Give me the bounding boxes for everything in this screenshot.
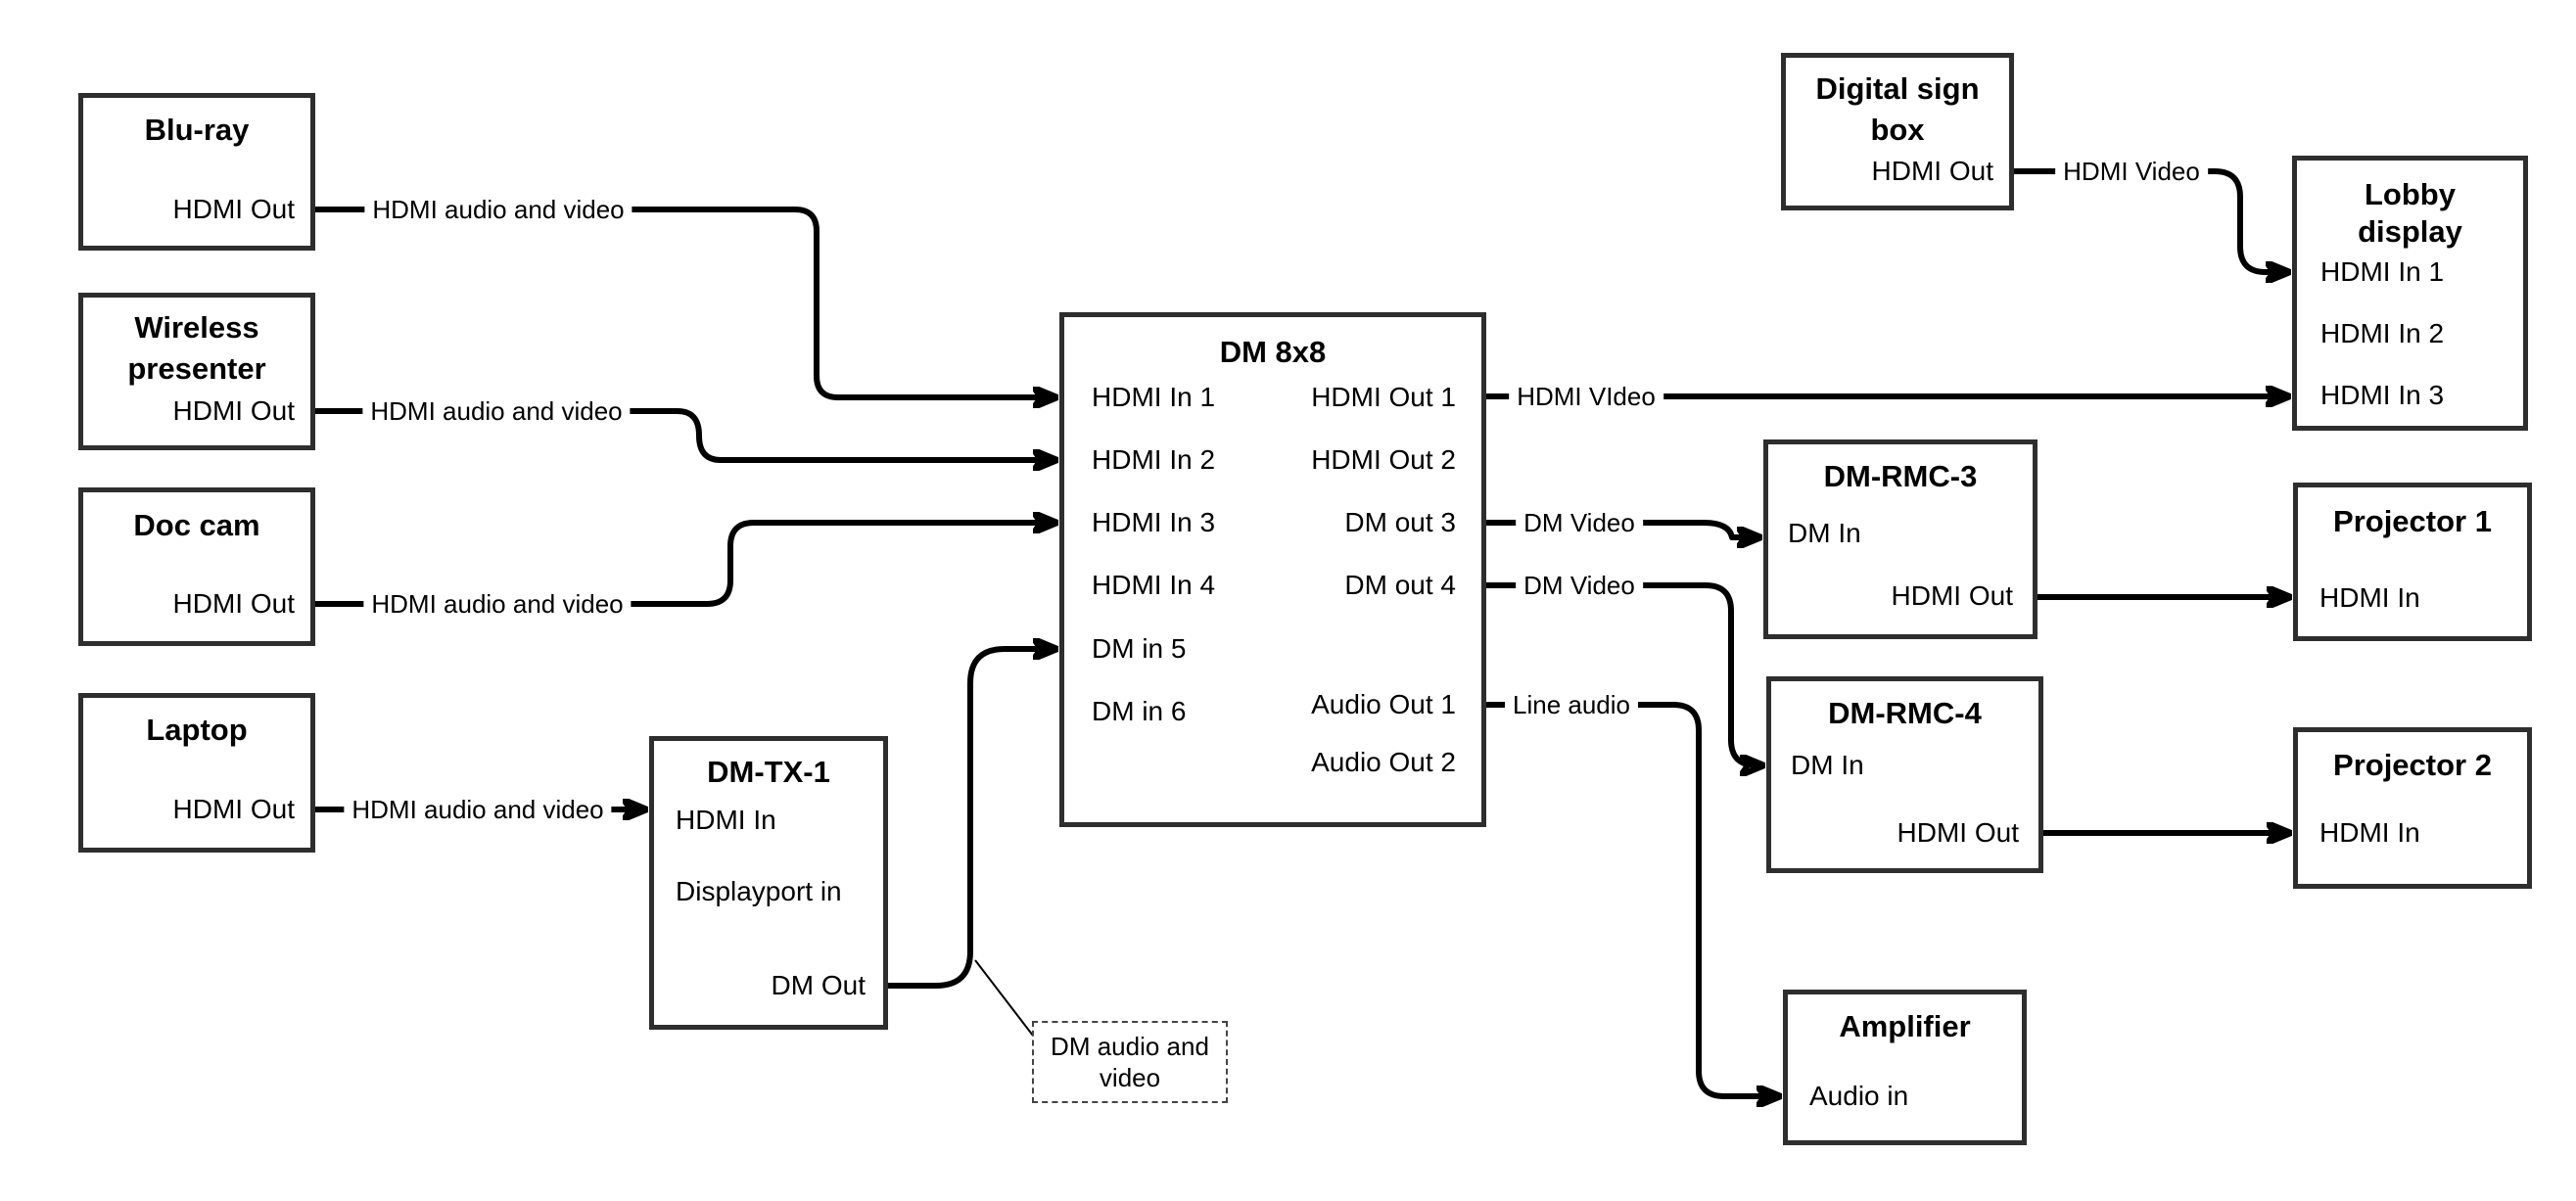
edge-label-hdmi-video-out1: HDMI VIdeo (1509, 382, 1663, 411)
edge-dm8x8-audio1-to-amplifier (1486, 702, 1781, 1096)
port-hdmi-in: HDMI In (2319, 582, 2420, 613)
port-hdmi-out: HDMI Out (172, 395, 295, 426)
edge-label-hdmi-av-laptop: HDMI audio and video (344, 795, 612, 824)
port-hdmi-out: HDMI Out (1897, 817, 2019, 848)
port-hdmi-out: HDMI Out (172, 588, 295, 619)
node-laptop: Laptop HDMI Out (78, 693, 315, 853)
title-line-1: Wireless (134, 310, 259, 345)
node-title: Projector 2 (2333, 748, 2492, 782)
edge-label-hdmi-av-doccam: HDMI audio and video (363, 589, 632, 619)
port-dm-in: DM In (1788, 518, 1861, 548)
port-hdmi-out-1: HDMI Out 1 (1311, 382, 1456, 412)
port-audio-out-1: Audio Out 1 (1311, 689, 1456, 719)
port-hdmi-in-1: HDMI In 1 (2320, 256, 2445, 287)
edge-sign-to-lobby-in1 (2014, 168, 2290, 272)
port-hdmi-out-2: HDMI Out 2 (1311, 444, 1456, 475)
edge-label-hdmi-video-sign: HDMI Video (2055, 157, 2208, 186)
node-title: DM-RMC-3 (1823, 459, 1978, 493)
node-title: Amplifier (1839, 1009, 1971, 1043)
node-dm-rmc-3: DM-RMC-3 DM In HDMI Out (1763, 439, 2037, 639)
title-line-1: Digital sign (1815, 71, 1980, 106)
node-dm-8x8: DM 8x8 HDMI In 1 HDMI In 2 HDMI In 3 HDM… (1059, 312, 1486, 827)
node-dm-tx-1: DM-TX-1 HDMI In Displayport in DM Out (649, 736, 888, 1030)
node-title: Laptop (146, 713, 248, 747)
edge-dmtx1-to-dm8x8-in5 (888, 649, 1057, 989)
port-hdmi-in-4: HDMI In 4 (1092, 570, 1216, 600)
edge-label-line-audio: Line audio (1505, 690, 1638, 719)
node-title: Digital sign box (1786, 69, 2009, 151)
port-dm-out-3: DM out 3 (1344, 507, 1456, 537)
port-hdmi-out: HDMI Out (1871, 156, 1993, 186)
node-doc-cam: Doc cam HDMI Out (78, 487, 315, 646)
title-line-2: display (2358, 214, 2462, 249)
edge-label-dm-video-out3: DM Video (1516, 508, 1643, 537)
node-wireless-presenter: Wireless presenter HDMI Out (78, 293, 315, 450)
port-hdmi-in: HDMI In (676, 805, 776, 835)
edge-label-hdmi-av-bluray: HDMI audio and video (364, 195, 632, 224)
port-dm-in: DM In (1791, 750, 1864, 780)
node-title: DM-RMC-4 (1828, 696, 1982, 730)
note-dm-audio-video: DM audio and video (1032, 1021, 1228, 1103)
edge-wireless-to-dm8x8-in2 (315, 408, 1057, 460)
port-hdmi-out: HDMI Out (1891, 580, 2013, 611)
node-projector-2: Projector 2 HDMI In (2293, 727, 2532, 889)
port-hdmi-in-2: HDMI In 2 (1092, 444, 1216, 475)
node-blu-ray: Blu-ray HDMI Out (78, 93, 315, 251)
port-hdmi-in-3: HDMI In 3 (1092, 507, 1216, 537)
edge-label-hdmi-av-wireless: HDMI audio and video (362, 396, 631, 426)
node-title: Wireless presenter (83, 307, 310, 390)
title-line-2: box (1870, 113, 1925, 147)
note-line-1: DM audio and (1051, 1032, 1209, 1061)
edge-bluray-to-dm8x8-in1 (315, 207, 1057, 397)
port-hdmi-out: HDMI Out (172, 194, 295, 224)
node-title: Blu-ray (144, 113, 250, 147)
port-hdmi-in-3: HDMI In 3 (2320, 380, 2445, 410)
node-title: DM 8x8 (1219, 335, 1327, 369)
node-lobby-display: Lobby display HDMI In 1 HDMI In 2 HDMI I… (2292, 156, 2528, 431)
title-line-1: Lobby (2365, 177, 2456, 211)
title-line-2: presenter (127, 351, 266, 386)
note-line-2: video (1099, 1063, 1161, 1092)
node-digital-sign-box: Digital sign box HDMI Out (1781, 53, 2014, 210)
node-title: Lobby display (2297, 176, 2523, 251)
edge-dm8x8-out3-to-rmc3 (1486, 520, 1761, 537)
node-title: Projector 1 (2333, 504, 2492, 538)
port-hdmi-out: HDMI Out (172, 794, 295, 824)
node-title: DM-TX-1 (707, 755, 830, 789)
node-title: Doc cam (133, 508, 260, 542)
port-dm-out: DM Out (771, 970, 866, 1000)
port-hdmi-in-2: HDMI In 2 (2320, 318, 2445, 348)
port-dm-out-4: DM out 4 (1344, 570, 1456, 600)
port-hdmi-in-1: HDMI In 1 (1092, 382, 1216, 412)
node-dm-rmc-4: DM-RMC-4 DM In HDMI Out (1766, 676, 2043, 873)
note-callout-line (974, 959, 1034, 1037)
port-audio-out-2: Audio Out 2 (1311, 747, 1456, 777)
edge-label-dm-video-out4: DM Video (1516, 571, 1643, 600)
port-audio-in: Audio in (1809, 1081, 1909, 1111)
port-hdmi-in: HDMI In (2319, 817, 2420, 848)
edge-doccam-to-dm8x8-in3 (315, 523, 1057, 607)
node-amplifier: Amplifier Audio in (1783, 990, 2027, 1145)
port-dm-in-5: DM in 5 (1092, 633, 1187, 664)
node-projector-1: Projector 1 HDMI In (2293, 483, 2532, 641)
port-displayport-in: Displayport in (676, 876, 842, 906)
port-dm-in-6: DM in 6 (1092, 696, 1187, 726)
edge-dm8x8-out4-to-rmc4 (1486, 582, 1764, 765)
